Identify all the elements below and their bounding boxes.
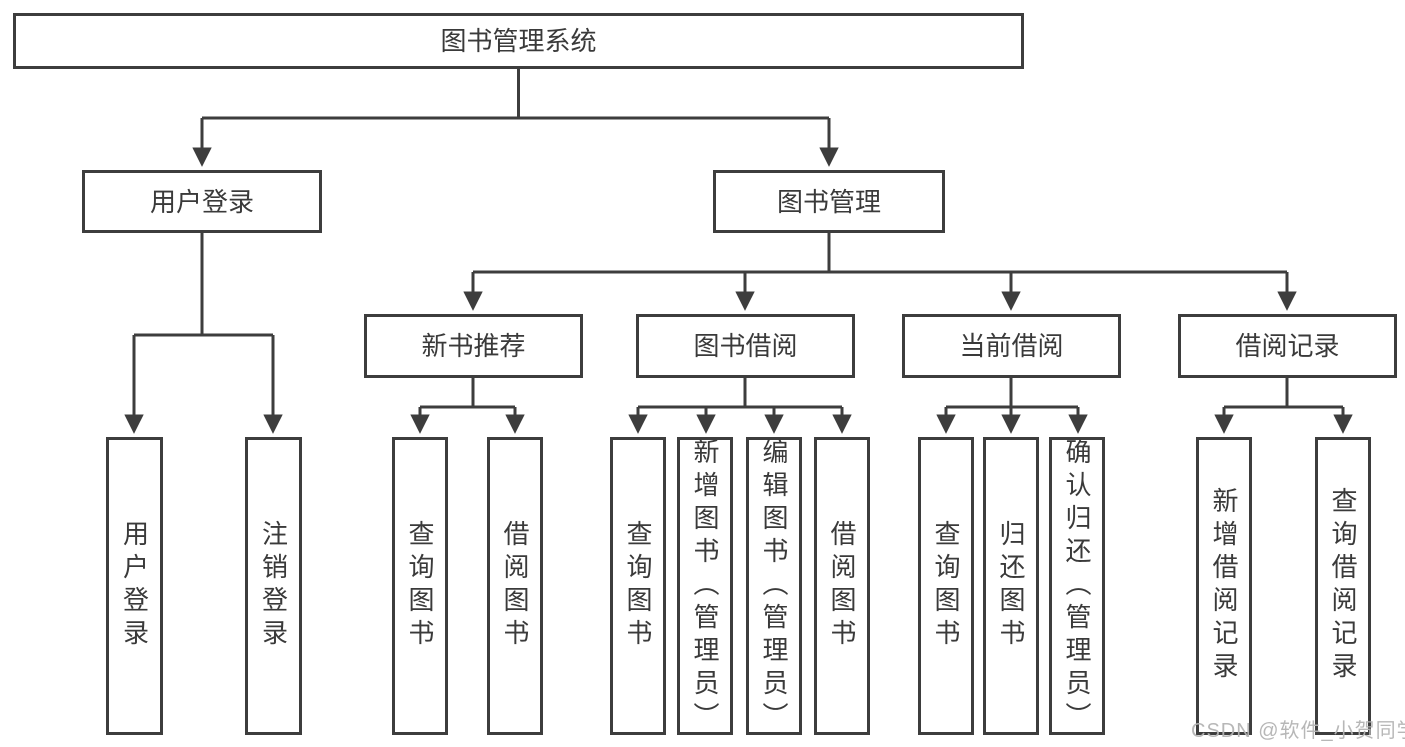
node-current-borrow: 当前借阅	[902, 314, 1121, 378]
node-label: 图书管理	[776, 186, 881, 217]
node-label: 新书推荐	[421, 331, 526, 361]
node-label: 用户登录	[149, 186, 254, 217]
leaf-user-login: 用户登录	[106, 437, 163, 735]
node-label: 新增图书（管理员）	[690, 437, 720, 735]
leaf-cb-return-books: 归还图书	[983, 437, 1039, 735]
leaf-nb-borrow-books: 借阅图书	[487, 437, 543, 735]
node-label: 借阅记录	[1235, 331, 1340, 361]
node-label: 查询图书	[623, 520, 653, 652]
watermark-text: CSDN @软件_小贺同学	[1191, 720, 1405, 742]
node-label: 归还图书	[996, 520, 1026, 652]
leaf-br-query-record: 查询借阅记录	[1315, 437, 1371, 735]
node-label: 注销登录	[258, 520, 289, 652]
node-label: 确认归还（管理员）	[1062, 437, 1092, 735]
csdn-watermark: CSDN @软件_小贺同学	[1191, 714, 1405, 743]
node-label: 用户登录	[119, 520, 150, 652]
leaf-logout: 注销登录	[245, 437, 302, 735]
node-borrow-records: 借阅记录	[1178, 314, 1397, 378]
node-label: 查询图书	[931, 520, 961, 652]
node-label: 当前借阅	[959, 331, 1064, 361]
node-new-book-recommend: 新书推荐	[364, 314, 583, 378]
node-label: 新增借阅记录	[1209, 487, 1239, 685]
node-label: 图书借阅	[693, 331, 798, 361]
node-label: 借阅图书	[827, 520, 857, 652]
leaf-br-add-record: 新增借阅记录	[1196, 437, 1252, 735]
node-book-borrow: 图书借阅	[636, 314, 855, 378]
leaf-bb-query-books: 查询图书	[610, 437, 666, 735]
leaf-cb-query-books: 查询图书	[918, 437, 974, 735]
node-label: 查询借阅记录	[1328, 487, 1358, 685]
node-label: 借阅图书	[500, 520, 530, 652]
node-root-system: 图书管理系统	[13, 13, 1024, 69]
node-label: 编辑图书（管理员）	[759, 437, 789, 735]
node-book-management: 图书管理	[713, 170, 945, 233]
node-label: 查询图书	[405, 520, 435, 652]
leaf-cb-confirm-return-admin: 确认归还（管理员）	[1049, 437, 1105, 735]
leaf-bb-edit-books-admin: 编辑图书（管理员）	[746, 437, 802, 735]
leaf-nb-query-books: 查询图书	[392, 437, 448, 735]
node-user-login: 用户登录	[82, 170, 322, 233]
leaf-bb-add-books-admin: 新增图书（管理员）	[677, 437, 733, 735]
leaf-bb-borrow-books: 借阅图书	[814, 437, 870, 735]
node-label: 图书管理系统	[440, 26, 597, 56]
